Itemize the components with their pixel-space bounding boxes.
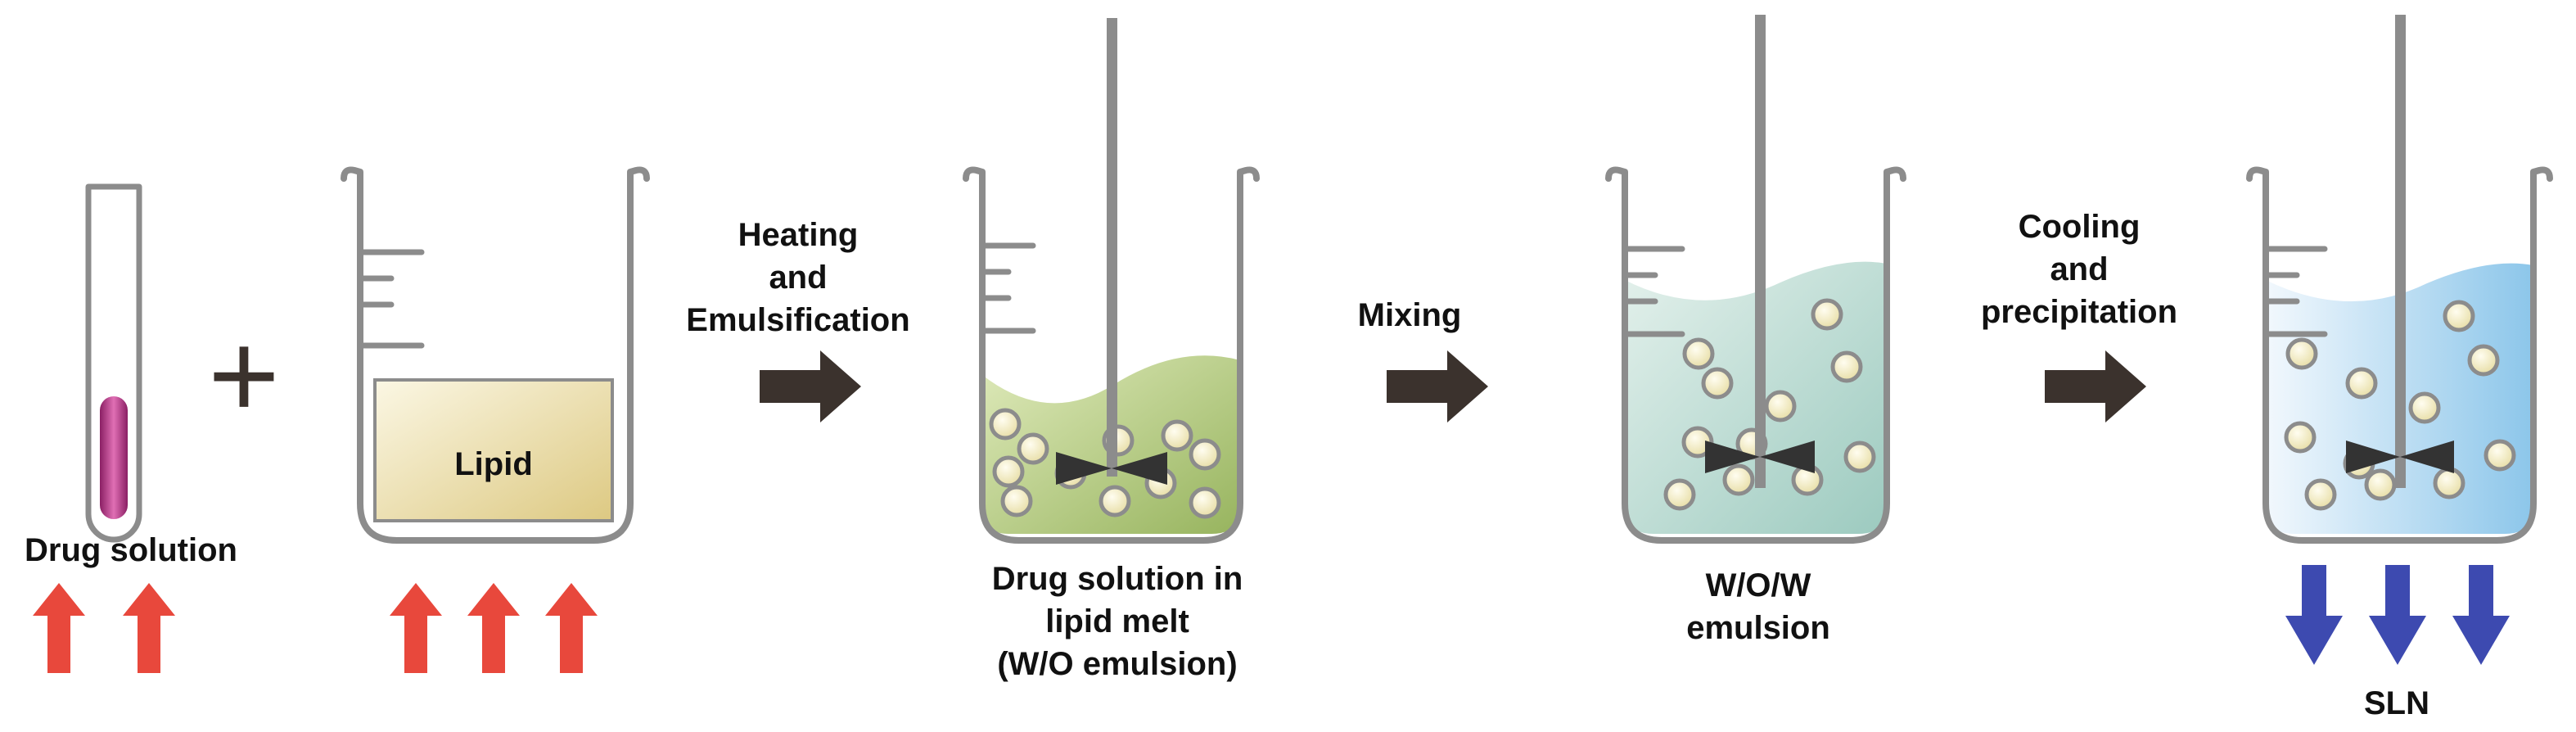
heating-line-1: Heating [738, 217, 859, 253]
test-tube [85, 183, 142, 543]
heating-line-3: Emulsification [686, 302, 909, 338]
drug-solution-label: Drug solution [25, 532, 237, 568]
cool-arrow-icon [2452, 565, 2510, 665]
beaker-lipid [341, 166, 650, 544]
beaker-wow-caption: W/O/W emulsion [1686, 567, 1830, 646]
beaker-wow [1605, 15, 1906, 544]
step-cooling-label: Cooling and precipitation [1981, 209, 2177, 330]
melt-caption-line-2: lipid melt [1045, 603, 1189, 639]
heating-line-2: and [769, 260, 827, 296]
heat-arrows-beaker [390, 583, 598, 673]
beaker-melt-caption: Drug solution in lipid melt (W/O emulsio… [992, 561, 1243, 682]
drug-solution-liquid [100, 396, 128, 519]
heat-arrows-tube [33, 583, 175, 673]
heat-arrow-icon [390, 583, 442, 673]
heat-arrow-icon [545, 583, 598, 673]
process-arrow-icon [760, 350, 861, 422]
sln-label: SLN [2364, 685, 2429, 721]
process-arrow-icon [1387, 350, 1488, 422]
stirrer-shaft [1107, 18, 1117, 477]
wow-caption-line-2: emulsion [1686, 610, 1830, 646]
process-arrow-icon [2045, 350, 2146, 422]
stirrer-shaft [2395, 15, 2406, 488]
beaker-melt [963, 18, 1260, 544]
cool-arrows [2285, 565, 2510, 665]
stirrer-shaft [1755, 15, 1766, 488]
step-heating-label: Heating and Emulsification [686, 217, 909, 338]
wow-caption-line-1: W/O/W [1706, 567, 1811, 603]
stirrer-blade-icon [1056, 452, 1167, 485]
lipid-label: Lipid [454, 446, 533, 482]
melt-caption-line-1: Drug solution in [992, 561, 1243, 597]
step-mixing-label: Mixing [1358, 297, 1462, 333]
stirrer-blade-icon [1705, 441, 1815, 473]
cooling-line-3: precipitation [1981, 294, 2177, 330]
cooling-line-2: and [2050, 251, 2108, 287]
cool-arrow-icon [2285, 565, 2343, 665]
heat-arrow-icon [467, 583, 520, 673]
lipid-block [373, 378, 614, 522]
wow-droplets [1663, 298, 1876, 511]
heat-arrow-icon [33, 583, 85, 673]
plus-sign: + [208, 306, 280, 444]
cooling-line-1: Cooling [2019, 209, 2141, 245]
cool-arrow-icon [2369, 565, 2426, 665]
heat-arrow-icon [123, 583, 175, 673]
stirrer-blade-icon [2346, 441, 2454, 473]
beaker-sln [2246, 15, 2553, 544]
melt-caption-line-3: (W/O emulsion) [997, 646, 1237, 682]
